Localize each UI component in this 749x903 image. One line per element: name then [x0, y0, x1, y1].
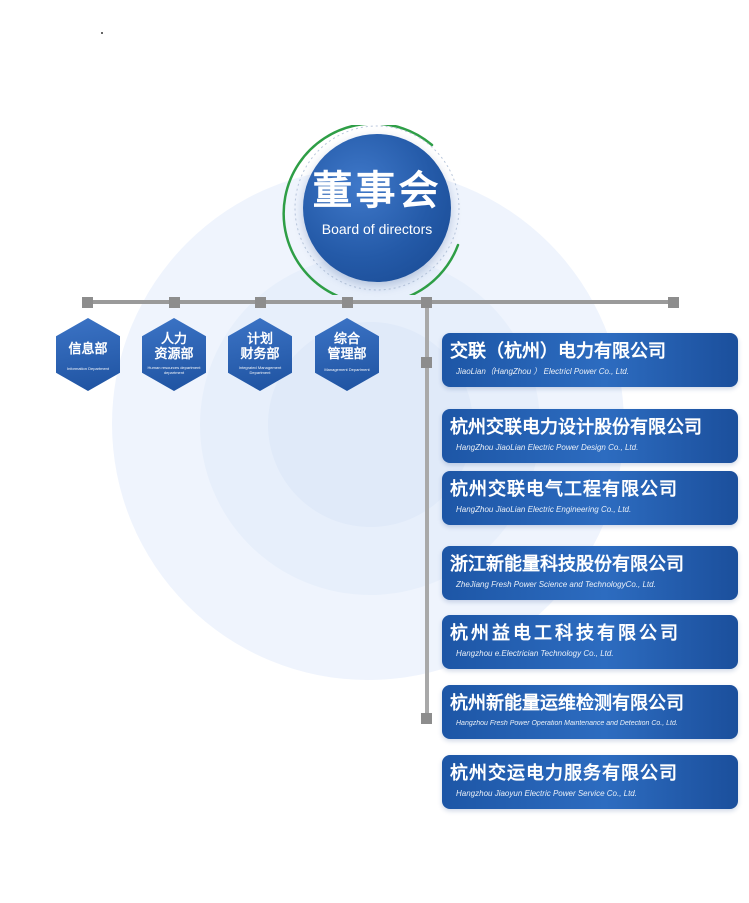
department-name: 综合 管理部	[327, 332, 367, 362]
board-title: 董事会	[312, 168, 442, 214]
department-hex-human-resources: 人力 资源部 Human resources department depart…	[142, 318, 206, 391]
company-name: 杭州交联电气工程有限公司	[450, 479, 678, 500]
company-box: 杭州新能量运维检测有限公司 Hangzhou Fresh Power Opera…	[442, 685, 738, 739]
connector-node	[668, 297, 679, 308]
company-name: 杭州交运电力服务有限公司	[450, 763, 678, 784]
company-box: 交联（杭州）电力有限公司 JiaoLian（HangZhou ） Electri…	[442, 333, 738, 387]
board-subtitle: Board of directors	[321, 221, 433, 237]
connector-node	[421, 357, 432, 368]
company-name: 杭州新能量运维检测有限公司	[450, 693, 684, 714]
department-english: Management Department	[324, 367, 370, 372]
company-english-name: ZheJiang Fresh Power Science and Technol…	[456, 580, 656, 589]
company-english-name: Hangzhou Jiaoyun Electric Power Service …	[456, 789, 637, 798]
connector-node	[421, 297, 432, 308]
company-english-name: Hangzhou e.Electrician Technology Co., L…	[456, 649, 614, 658]
company-box: 浙江新能量科技股份有限公司 ZheJiang Fresh Power Scien…	[442, 546, 738, 600]
connector-node	[421, 713, 432, 724]
department-name: 信息部	[68, 342, 108, 357]
company-box: 杭州交运电力服务有限公司 Hangzhou Jiaoyun Electric P…	[442, 755, 738, 809]
department-hex-general-management: 综合 管理部 Management Department	[315, 318, 379, 391]
company-name: 杭州交联电力设计股份有限公司	[450, 417, 702, 438]
board-circle: 董事会 Board of directors	[303, 134, 451, 282]
department-english: Integrated Management Department	[238, 365, 282, 375]
company-box: 杭州交联电力设计股份有限公司 HangZhou JiaoLian Electri…	[442, 409, 738, 463]
connector-node	[255, 297, 266, 308]
company-english-name: HangZhou JiaoLian Electric Engineering C…	[456, 505, 632, 514]
department-name: 计划 财务部	[240, 332, 280, 362]
company-name: 交联（杭州）电力有限公司	[450, 341, 666, 362]
connector-node	[342, 297, 353, 308]
company-box: 杭州交联电气工程有限公司 HangZhou JiaoLian Electric …	[442, 471, 738, 525]
connector-node	[169, 297, 180, 308]
horizontal-connector	[87, 300, 674, 304]
company-english-name: Hangzhou Fresh Power Operation Maintenan…	[456, 720, 678, 727]
stray-dot	[101, 32, 103, 34]
department-hex-planning-finance: 计划 财务部 Integrated Management Department	[228, 318, 292, 391]
department-hex-information: 信息部 Information Department	[56, 318, 120, 391]
department-english: Information Department	[66, 366, 110, 371]
company-name: 杭州益电工科技有限公司	[450, 623, 681, 644]
company-english-name: JiaoLian（HangZhou ） Electricl Power Co.,…	[456, 367, 629, 376]
company-english-name: HangZhou JiaoLian Electric Power Design …	[456, 443, 639, 452]
company-name: 浙江新能量科技股份有限公司	[450, 554, 684, 575]
company-box: 杭州益电工科技有限公司 Hangzhou e.Electrician Techn…	[442, 615, 738, 669]
department-name: 人力 资源部	[154, 332, 194, 362]
department-english: Human resources department department	[147, 365, 201, 375]
connector-node	[82, 297, 93, 308]
board-arc-decoration	[282, 125, 460, 295]
board-of-directors-node: 董事会 Board of directors	[282, 125, 472, 295]
vertical-connector	[425, 302, 429, 718]
